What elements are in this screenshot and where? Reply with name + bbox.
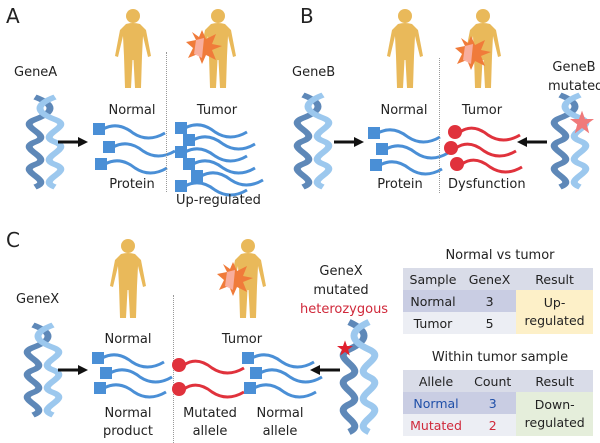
dysfunction-label: Dysfunction <box>448 177 526 192</box>
normal-label: Normal <box>380 103 428 118</box>
label-line: Normal <box>256 406 304 421</box>
mutated-allele-label: Mutated allele <box>178 405 242 441</box>
mutated-text: mutated <box>548 79 600 94</box>
protein-label: Protein <box>109 177 155 192</box>
sample-cell: Normal <box>403 290 463 312</box>
protein-icon <box>91 121 177 175</box>
arrow-left-icon <box>308 363 342 377</box>
tumor-burst-icon <box>217 262 253 296</box>
result-line: regulated <box>524 313 585 328</box>
result-cell: Up- regulated <box>516 290 593 334</box>
person-normal-icon <box>110 239 146 318</box>
arrow-left-icon <box>515 135 549 149</box>
normal-label: Normal <box>104 332 152 347</box>
table-header-row: Sample GeneX Result <box>403 268 593 290</box>
protein-icon <box>366 125 450 176</box>
person-normal-icon <box>387 9 423 88</box>
upregulated-label: Up-regulated <box>176 193 261 208</box>
protein-label: Protein <box>377 177 423 192</box>
result-line: Up- <box>543 295 566 310</box>
table2-title: Within tumor sample <box>431 350 569 365</box>
table-row: Mutated 2 <box>403 414 593 436</box>
count-cell: 3 <box>469 392 517 414</box>
panel-b-label: B <box>300 4 314 28</box>
arrow-right-icon <box>56 135 90 149</box>
normal-allele-label: Normal allele <box>248 405 312 441</box>
tumor-burst-icon <box>186 30 222 64</box>
mutated-gene-label: GeneX mutated heterozygous <box>300 262 389 319</box>
normal-product-label: Normal product <box>96 405 160 441</box>
gene-x-label: GeneX <box>16 292 60 307</box>
allele-cell: Normal <box>403 392 470 414</box>
gene-name: GeneB <box>552 60 596 75</box>
dna-mutated-icon <box>344 322 374 432</box>
normal-vs-tumor-table: Sample GeneX Result Normal 3 Up- regulat… <box>403 268 593 334</box>
dna-icon <box>28 325 58 415</box>
gene-b-label: GeneB <box>292 65 336 80</box>
col-header: Sample <box>403 268 463 290</box>
dna-icon <box>30 97 60 187</box>
value-cell: 3 <box>462 290 517 312</box>
col-header: Result <box>516 370 593 392</box>
within-tumor-table: Allele Count Result Normal 3 Down- regul… <box>403 370 593 436</box>
count-cell: 2 <box>469 414 517 436</box>
mutated-text: mutated <box>313 283 369 298</box>
allele-cell: Mutated <box>403 414 470 436</box>
divider <box>166 52 167 192</box>
tumor-label: Tumor <box>461 103 503 118</box>
panel-c-label: C <box>6 228 20 252</box>
result-line: regulated <box>524 415 585 430</box>
table-row: Normal 3 Down- regulated <box>403 392 593 436</box>
normal-label: Normal <box>108 103 156 118</box>
mutated-protein-icon <box>170 356 246 399</box>
protein-upregulated-icon <box>173 120 265 197</box>
label-line: allele <box>192 424 228 439</box>
dna-mutated-icon <box>555 95 585 187</box>
tumor-label: Tumor <box>221 332 263 347</box>
value-cell: 5 <box>462 312 517 334</box>
table-header-row: Allele Count Result <box>403 370 593 392</box>
col-header: GeneX <box>462 268 517 290</box>
gene-a-label: GeneA <box>14 65 58 80</box>
normal-protein-icon <box>240 350 324 399</box>
result-cell: Down- regulated <box>516 392 593 436</box>
mutation-star-icon <box>337 340 353 356</box>
col-header: Allele <box>403 370 470 392</box>
person-normal-icon <box>115 9 151 88</box>
tumor-label: Tumor <box>196 103 238 118</box>
label-line: product <box>102 424 153 439</box>
col-header: Result <box>516 268 593 290</box>
label-line: Normal <box>104 406 152 421</box>
dysfunctional-protein-icon <box>442 123 524 174</box>
label-line: allele <box>262 424 298 439</box>
arrow-right-icon <box>332 135 366 149</box>
gene-name: GeneX <box>319 264 363 279</box>
tumor-burst-icon <box>455 36 491 70</box>
protein-icon <box>90 350 174 399</box>
arrow-right-icon <box>56 363 90 377</box>
col-header: Count <box>469 370 517 392</box>
table-row: Normal 3 Up- regulated <box>403 290 593 334</box>
result-line: Down- <box>534 397 575 412</box>
table-row: Tumor 5 <box>403 312 593 334</box>
sample-cell: Tumor <box>403 312 463 334</box>
mutated-gene-label: GeneB mutated <box>548 58 600 96</box>
dna-icon <box>298 95 328 187</box>
label-line: Mutated <box>183 406 237 421</box>
mutation-star-icon <box>570 110 594 134</box>
panel-a-label: A <box>6 4 20 28</box>
divider <box>439 58 440 193</box>
heterozygous-text: heterozygous <box>300 302 389 317</box>
table1-title: Normal vs tumor <box>445 248 555 263</box>
